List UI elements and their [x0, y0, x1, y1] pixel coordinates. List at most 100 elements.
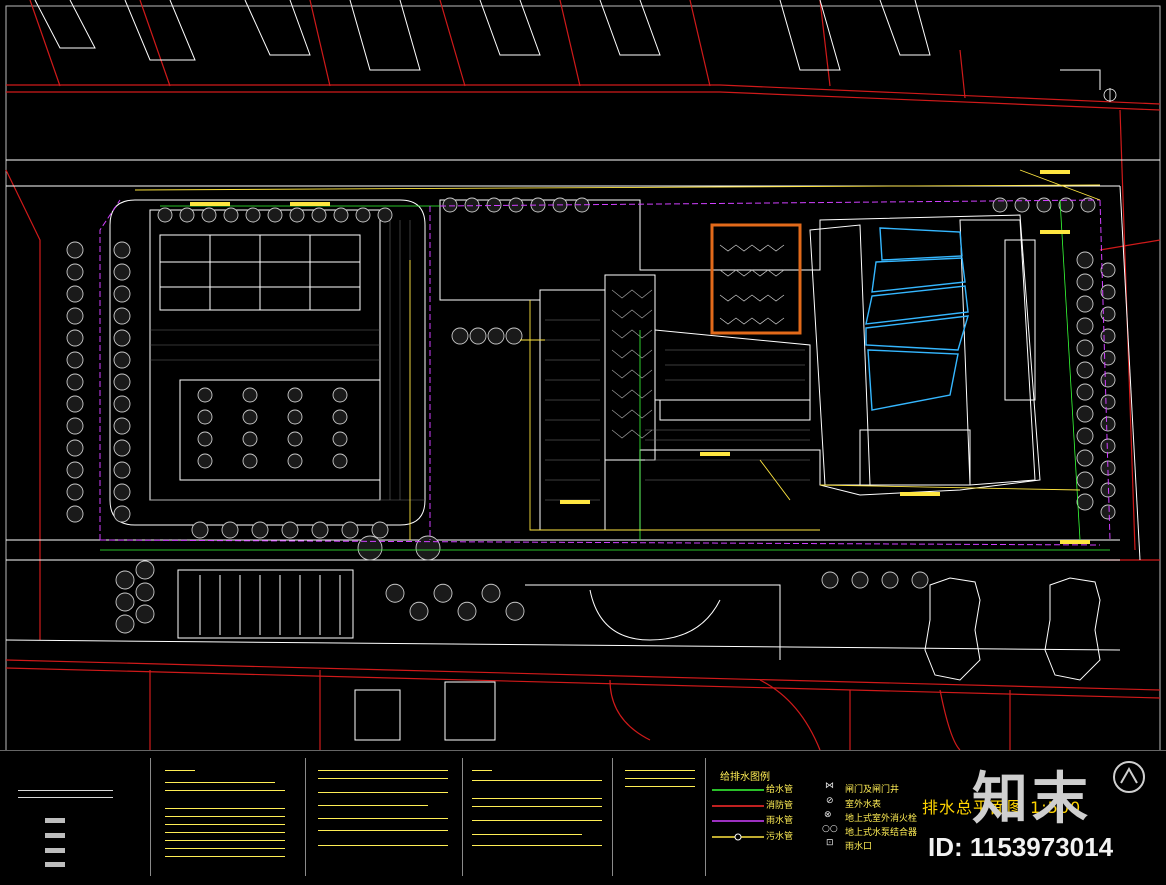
- tree-icon: [113, 483, 131, 501]
- tree-icon: [486, 197, 502, 213]
- tree-icon: [1100, 416, 1116, 432]
- divider-1: [150, 758, 151, 876]
- orange-courtyard: [710, 223, 802, 335]
- legend-symbol-label: 地上式室外消火栓: [845, 814, 918, 824]
- tree-icon: [911, 571, 929, 589]
- central-building: [439, 199, 1041, 531]
- divider-3: [462, 758, 463, 876]
- divider-2: [305, 758, 306, 876]
- tree-icon: [135, 604, 155, 624]
- compass-icon: [1113, 761, 1145, 793]
- meter-icon: ⊘: [826, 796, 834, 806]
- tree-icon: [469, 327, 487, 345]
- tree-icon: [1100, 262, 1116, 278]
- tree-icon: [1076, 251, 1094, 269]
- tree-icon: [113, 461, 131, 479]
- tree-icon: [1100, 306, 1116, 322]
- tree-icon: [115, 570, 135, 590]
- tree-icon: [1080, 197, 1096, 213]
- north-arrow-icon: [1103, 88, 1117, 102]
- notes-panel: [0, 750, 1166, 885]
- bottom-parking: [177, 569, 354, 639]
- tree-icon: [851, 571, 869, 589]
- tree-icon: [113, 329, 131, 347]
- sewage-pipes: [134, 169, 1101, 540]
- tree-icon: [287, 431, 303, 447]
- tree-icon: [1100, 504, 1116, 520]
- legend-title: 给排水图例: [720, 772, 770, 783]
- tree-icon: [66, 285, 84, 303]
- tree-icon: [505, 327, 523, 345]
- tree-icon: [287, 409, 303, 425]
- tree-icon: [135, 560, 155, 580]
- legend-line-sewage: [712, 833, 764, 841]
- legend-line-rain: [712, 820, 764, 822]
- tree-icon: [433, 583, 453, 603]
- watermark-brand: 知末: [972, 767, 1092, 832]
- site-plan: [5, 0, 1161, 750]
- legend-line-label: 给水管: [766, 785, 794, 795]
- tree-icon: [1076, 405, 1094, 423]
- tree-icon: [113, 263, 131, 281]
- divider-4: [612, 758, 613, 876]
- tree-icon: [1076, 427, 1094, 445]
- tree-icon: [66, 395, 84, 413]
- legend-line-label: 污水管: [766, 832, 794, 842]
- tree-icon: [281, 521, 299, 539]
- floor-hatch: [545, 319, 810, 501]
- tree-icon: [341, 521, 359, 539]
- tree-icon: [377, 207, 393, 223]
- tree-icon: [992, 197, 1008, 213]
- rain-inlet-icon: ⊡: [826, 838, 834, 848]
- tree-icon: [1100, 482, 1116, 498]
- tree-icon: [113, 307, 131, 325]
- tree-icon: [113, 285, 131, 303]
- watermark-id: ID: 1153973014: [928, 832, 1114, 862]
- tree-icon: [66, 373, 84, 391]
- tree-icon: [66, 329, 84, 347]
- tree-icon: [311, 521, 329, 539]
- tree-icon: [287, 453, 303, 469]
- tree-icon: [242, 387, 258, 403]
- drawing-title: 排水总平面图 1:500: [922, 798, 1082, 817]
- tree-icon: [355, 207, 371, 223]
- legend-symbol-label: 室外水表: [845, 800, 882, 810]
- tree-icon: [1076, 493, 1094, 511]
- tree-icon: [223, 207, 239, 223]
- tree-icon: [66, 307, 84, 325]
- tree-icon: [464, 197, 480, 213]
- tree-icon: [1076, 273, 1094, 291]
- tree-icon: [242, 453, 258, 469]
- tree-icon: [267, 207, 283, 223]
- tree-icon: [332, 453, 348, 469]
- tree-icon: [481, 583, 501, 603]
- divider-5: [705, 758, 706, 876]
- tree-icon: [487, 327, 505, 345]
- tree-icon: [1100, 350, 1116, 366]
- hydrant-icon: ⊗: [824, 810, 832, 820]
- tree-icon: [881, 571, 899, 589]
- tree-icon: [333, 207, 349, 223]
- tree-icon: [66, 505, 84, 523]
- tree-icon: [415, 535, 441, 561]
- tree-icon: [409, 601, 429, 621]
- tree-icon: [385, 583, 405, 603]
- tree-group: [66, 197, 1116, 634]
- tree-icon: [371, 521, 389, 539]
- tree-icon: [1076, 361, 1094, 379]
- legend-symbol-label: 地上式水泵结合器: [845, 828, 918, 838]
- legend-line-label: 雨水管: [766, 816, 794, 826]
- tree-icon: [242, 431, 258, 447]
- tree-icon: [1076, 295, 1094, 313]
- tree-icon: [1076, 471, 1094, 489]
- tree-icon: [221, 521, 239, 539]
- zigzag-column: [611, 289, 653, 439]
- tree-icon: [179, 207, 195, 223]
- pump-adapter-icon: ○○: [822, 824, 838, 834]
- tree-icon: [505, 601, 525, 621]
- tree-icon: [113, 395, 131, 413]
- tree-icon: [245, 207, 261, 223]
- tree-icon: [332, 409, 348, 425]
- tree-icon: [191, 521, 209, 539]
- tree-icon: [289, 207, 305, 223]
